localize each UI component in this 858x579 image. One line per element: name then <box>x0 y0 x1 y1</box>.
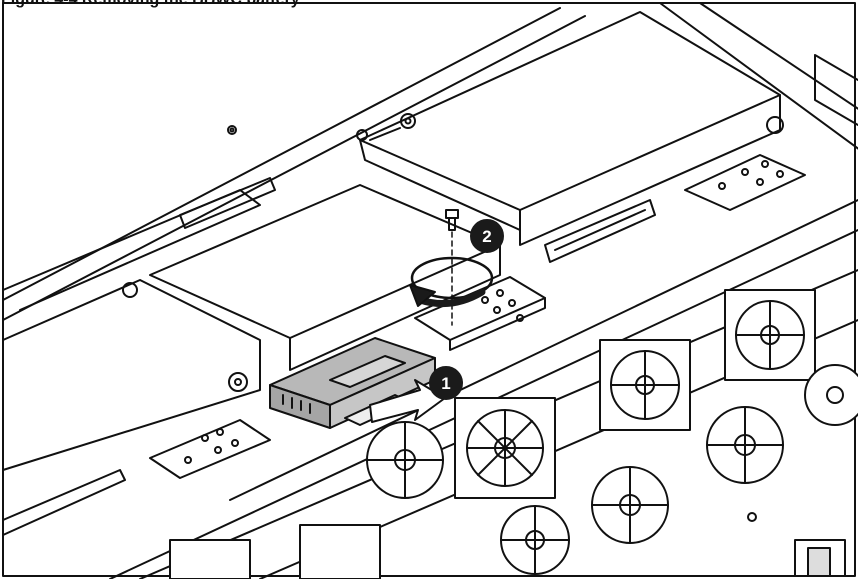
battery-label <box>329 355 406 388</box>
thumbscrew-icon <box>445 209 459 326</box>
fan-module <box>500 505 570 575</box>
fan-module <box>454 397 556 499</box>
fan-row <box>109 199 858 579</box>
callout-2-icon <box>470 219 504 253</box>
fan-module <box>591 466 669 544</box>
fan-module <box>724 289 816 381</box>
callout-1-label: 1 <box>441 374 450 393</box>
fan-module <box>599 339 691 431</box>
callout-1-icon <box>429 366 463 400</box>
power-supply-cage <box>356 11 806 263</box>
callout-2-label: 2 <box>482 227 491 246</box>
fan-module <box>169 524 381 579</box>
fan-module <box>366 421 444 499</box>
pull-arrow-icon <box>369 379 446 423</box>
rotate-arrow-icon <box>409 256 494 308</box>
battery-bracket <box>149 276 546 479</box>
drive-bay-left <box>2 177 501 536</box>
fan-module <box>804 364 858 426</box>
fan-module <box>706 406 784 484</box>
